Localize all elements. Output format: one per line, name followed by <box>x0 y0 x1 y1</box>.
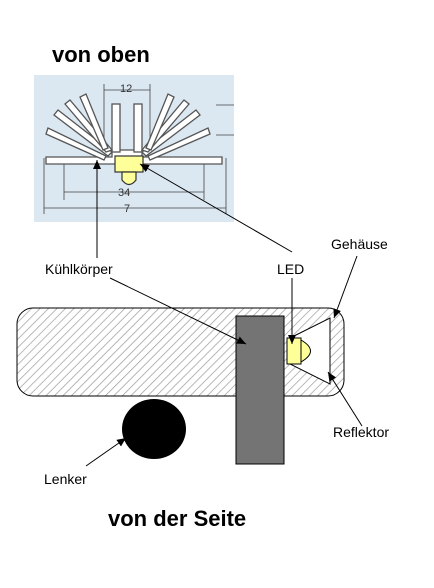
led-top-view <box>114 155 144 173</box>
top-view-drawing: 12 34 7 <box>34 75 234 222</box>
title-bottom: von der Seite <box>108 506 246 531</box>
label-heatsink: Kühlkörper <box>45 261 113 277</box>
handlebar-circle <box>122 399 186 459</box>
leader-heatsink-side <box>109 277 247 345</box>
leader-led-top <box>139 163 293 253</box>
leader-handlebar <box>85 437 127 467</box>
label-led: LED <box>277 261 304 277</box>
heatsink-side-view <box>235 315 285 465</box>
label-housing: Gehäuse <box>331 236 388 252</box>
dimension-7: 7 <box>124 203 130 215</box>
dimension-12: 12 <box>120 83 132 95</box>
led-side-body <box>286 337 302 365</box>
leader-lines <box>85 160 363 467</box>
leader-housing <box>333 255 358 319</box>
leader-reflector <box>327 371 363 427</box>
title-top: von oben <box>52 42 150 67</box>
dimension-lines <box>43 84 234 214</box>
dimension-34: 34 <box>118 187 130 199</box>
label-handlebar: Lenker <box>44 471 87 487</box>
led-lens-top-view <box>121 171 137 186</box>
heatsink-top-profile <box>45 93 223 165</box>
label-reflector: Reflektor <box>333 424 389 440</box>
led-side-lens <box>300 339 311 363</box>
